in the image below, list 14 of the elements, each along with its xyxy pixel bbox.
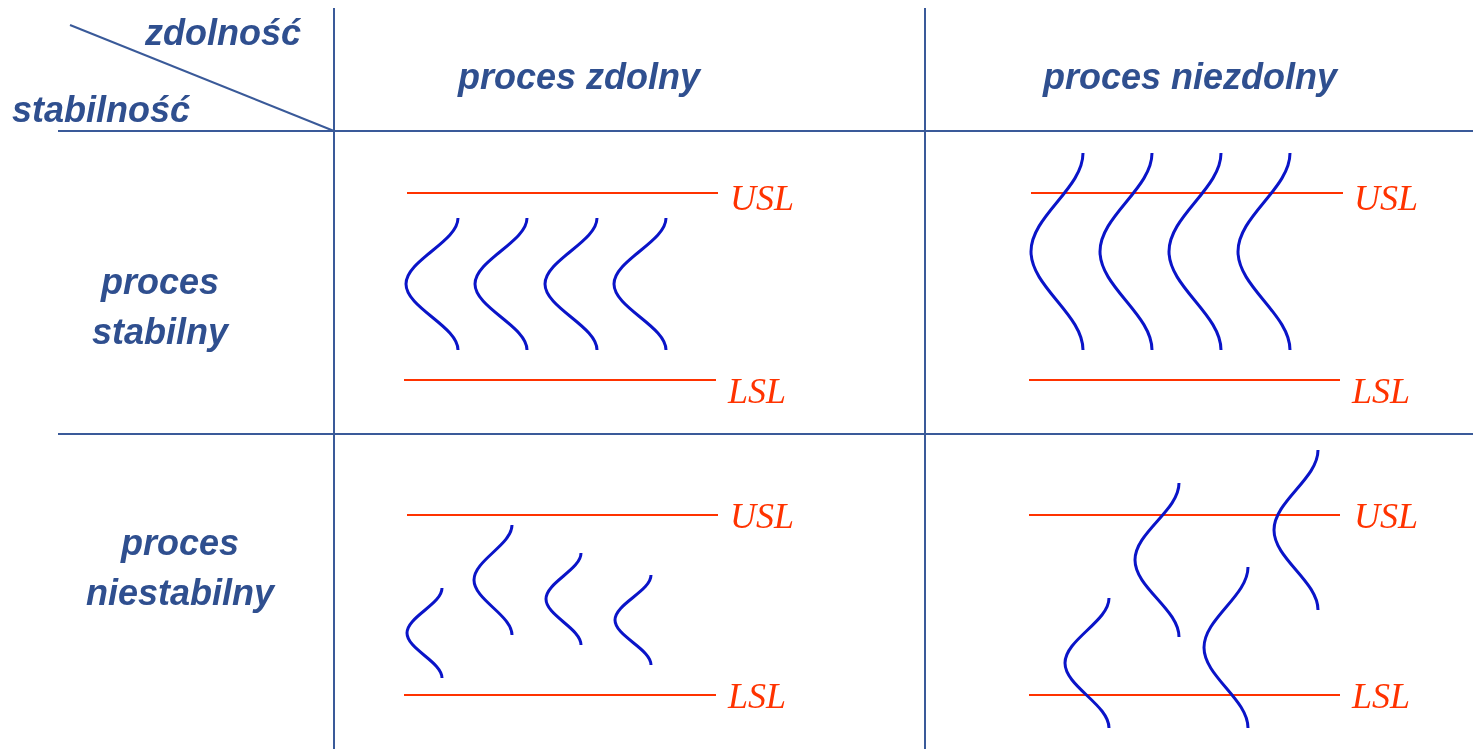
axis-label: zdolność <box>145 11 301 55</box>
limit-label: LSL <box>728 371 787 411</box>
limit-label: USL <box>730 496 795 536</box>
column-header: proces niezdolny <box>1043 55 1338 99</box>
axis-label: stabilność <box>12 88 191 132</box>
limit-label: LSL <box>728 676 787 716</box>
row-header: proces stabilny <box>90 260 231 354</box>
limit-label: USL <box>730 178 795 218</box>
limit-label: LSL <box>1352 371 1411 411</box>
column-header: proces zdolny <box>458 55 701 99</box>
row-header: proces niestabilny <box>84 521 277 615</box>
limit-label: USL <box>1354 178 1419 218</box>
limit-label: LSL <box>1352 676 1411 716</box>
limit-label: USL <box>1354 496 1419 536</box>
